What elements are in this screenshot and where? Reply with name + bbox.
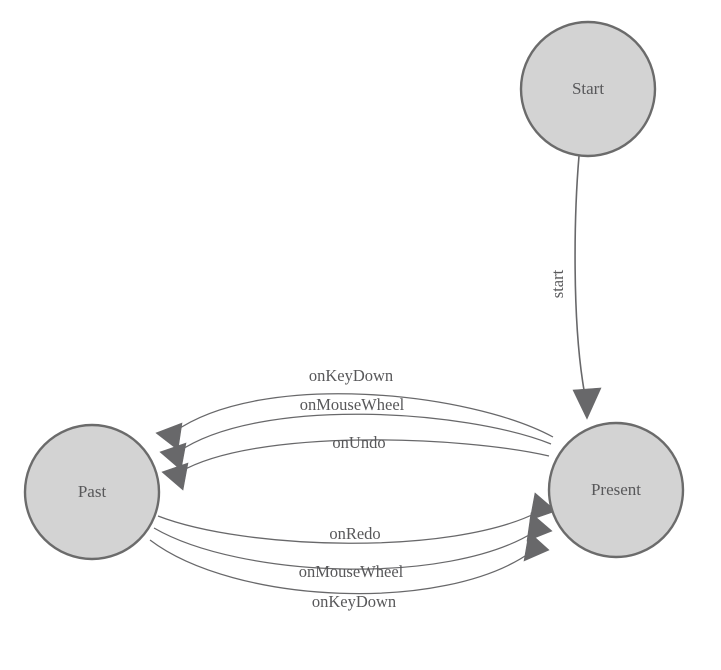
edge-label-past-present-mousewheel: onMouseWheel bbox=[299, 562, 404, 581]
edge-path-present-past-undo bbox=[179, 439, 550, 473]
arrowhead-past-present-keydown bbox=[523, 531, 550, 562]
edge-start-to-present[interactable] bbox=[572, 155, 602, 420]
node-past-label: Past bbox=[78, 482, 107, 501]
arrowhead-present-past-keydown bbox=[155, 422, 183, 451]
node-start-label: Start bbox=[572, 79, 604, 98]
node-past[interactable]: Past bbox=[23, 423, 161, 561]
node-present-circle bbox=[547, 421, 685, 559]
edge-past-to-present-redo[interactable] bbox=[157, 492, 557, 544]
edge-label-present-past-undo: onUndo bbox=[332, 433, 385, 452]
arrowhead-present-past-mousewheel bbox=[159, 442, 187, 471]
edge-label-past-present-redo: onRedo bbox=[329, 524, 380, 543]
arrowhead-past-present-redo bbox=[529, 492, 557, 521]
arrowhead-past-present-mousewheel bbox=[526, 512, 553, 542]
node-start-circle bbox=[519, 20, 657, 158]
edge-present-to-past-keydown[interactable] bbox=[155, 393, 554, 451]
edge-path-past-present-keydown bbox=[149, 539, 532, 595]
arrowhead-start-present bbox=[572, 387, 602, 420]
edge-present-to-past-undo[interactable] bbox=[161, 439, 550, 491]
edge-label-present-past-mousewheel: onMouseWheel bbox=[300, 395, 405, 414]
edge-label-start: start bbox=[548, 269, 567, 298]
edge-path-start-present bbox=[574, 155, 585, 391]
node-present[interactable]: Present bbox=[547, 421, 685, 559]
edge-path-past-present-redo bbox=[157, 511, 539, 544]
edge-path-present-past-keydown bbox=[173, 393, 554, 438]
node-past-circle bbox=[23, 423, 161, 561]
node-present-label: Present bbox=[591, 480, 641, 499]
edge-label-present-past-keydown: onKeyDown bbox=[309, 366, 393, 385]
edge-past-to-present-keydown[interactable] bbox=[149, 531, 550, 595]
edge-present-to-past-mousewheel[interactable] bbox=[159, 413, 552, 471]
edge-path-past-present-mousewheel bbox=[153, 527, 535, 570]
edge-label-past-present-keydown: onKeyDown bbox=[312, 592, 396, 611]
edge-path-present-past-mousewheel bbox=[177, 413, 552, 453]
edge-past-to-present-mousewheel[interactable] bbox=[153, 512, 553, 570]
arrowhead-present-past-undo bbox=[161, 462, 189, 491]
node-start[interactable]: Start bbox=[519, 20, 657, 158]
